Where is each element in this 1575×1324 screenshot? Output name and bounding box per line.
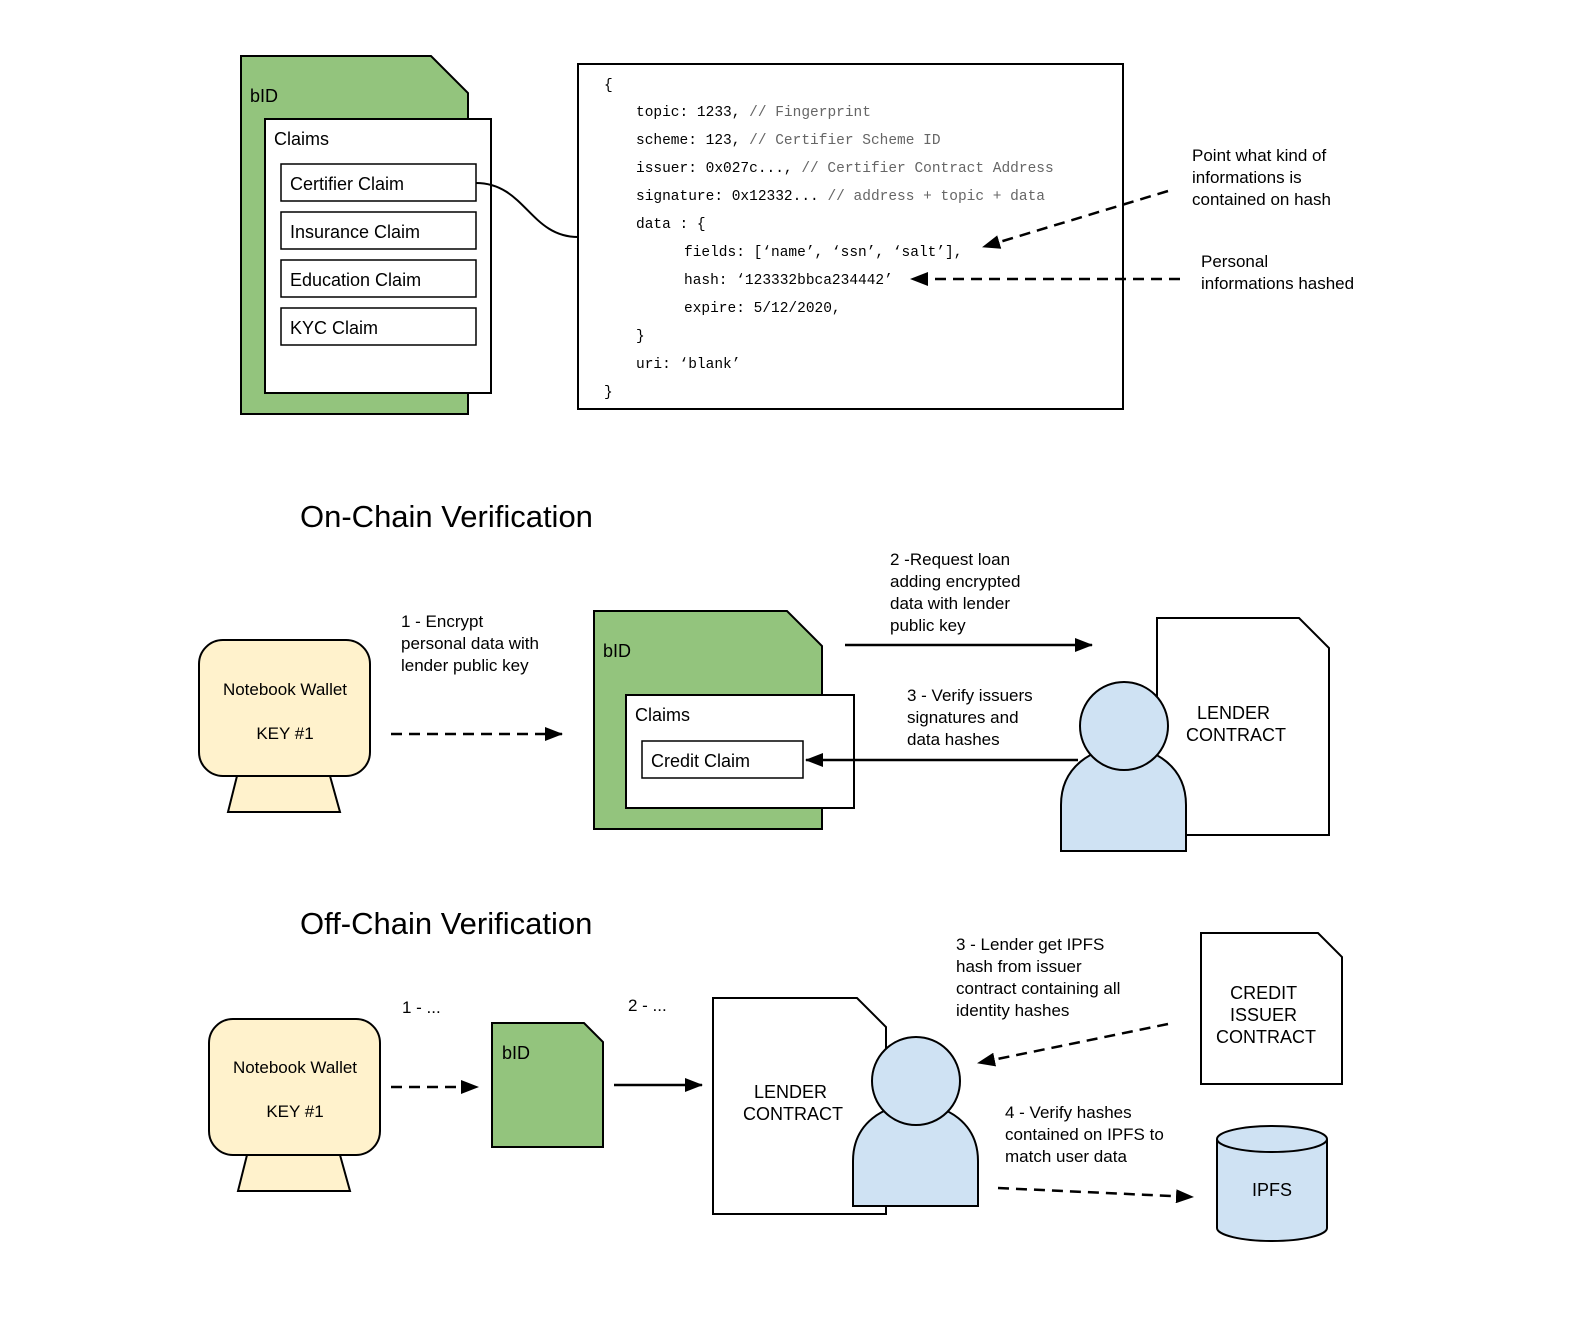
bid-document-offchain xyxy=(491,1022,604,1148)
credit-issuer-contract-label: CREDIT ISSUER CONTRACT xyxy=(1216,983,1316,1047)
lender-contract-label-offchain: LENDER CONTRACT xyxy=(743,1082,843,1124)
education-claim-label: Education Claim xyxy=(290,270,421,290)
wallet-name-onchain: Notebook Wallet xyxy=(223,680,347,699)
offchain-step1-label: 1 - ... xyxy=(402,998,441,1017)
annotation-hash: Personal informations hashed xyxy=(1201,252,1354,293)
kyc-claim-box xyxy=(280,307,477,346)
code-data-close-line: } xyxy=(636,329,645,345)
wallet-stand-onchain xyxy=(226,775,342,813)
wallet-screen-onchain xyxy=(198,639,371,777)
code-expire-line: expire: 5/12/2020, xyxy=(684,301,841,317)
code-topic-line: topic: 1233, // Fingerprint xyxy=(636,105,871,121)
code-data-open-line: data : { xyxy=(636,217,706,233)
ipfs-database-icon xyxy=(1216,1125,1328,1242)
code-signature-line: signature: 0x12332... // address + topic… xyxy=(636,189,1045,205)
onchain-title: On-Chain Verification xyxy=(300,499,593,534)
offchain-section: Off-Chain Verification Notebook Wallet K… xyxy=(208,906,1343,1242)
offchain-step4-label: 4 - Verify hashes contained on IPFS to m… xyxy=(1005,1103,1169,1166)
claims-title-onchain: Claims xyxy=(635,705,690,725)
wallet-screen-offchain xyxy=(208,1018,381,1156)
claim-code-box xyxy=(577,63,1124,410)
offchain-step2-label: 2 - ... xyxy=(628,996,667,1015)
offchain-step4-arrow xyxy=(997,1186,1194,1204)
education-claim-box xyxy=(280,259,477,298)
bid-label-offchain: bID xyxy=(502,1043,530,1063)
code-uri-line: uri: ‘blank’ xyxy=(636,357,740,373)
wallet-key-offchain: KEY #1 xyxy=(266,1102,323,1121)
offchain-title: Off-Chain Verification xyxy=(300,906,592,941)
code-scheme-line: scheme: 123, // Certifier Scheme ID xyxy=(636,133,941,149)
onchain-step3-label: 3 - Verify issuers signatures and data h… xyxy=(907,686,1037,749)
wallet-key-onchain: KEY #1 xyxy=(256,724,313,743)
kyc-claim-label: KYC Claim xyxy=(290,318,378,338)
claims-panel-top xyxy=(264,118,492,394)
claim-connector-curve xyxy=(475,182,579,238)
wallet-stand-offchain xyxy=(236,1154,352,1192)
code-hash-line: hash: ‘123332bbca234442’ xyxy=(684,273,893,289)
lender-contract-label-onchain: LENDER CONTRACT xyxy=(1186,703,1286,745)
credit-claim-label: Credit Claim xyxy=(651,751,750,771)
code-fields-line: fields: [‘name’, ‘ssn’, ‘salt’], xyxy=(684,245,962,261)
wallet-name-offchain: Notebook Wallet xyxy=(233,1058,357,1077)
bid-label-top: bID xyxy=(250,86,278,106)
person-head-offchain xyxy=(871,1036,961,1126)
offchain-step3-label: 3 - Lender get IPFS hash from issuer con… xyxy=(956,935,1125,1020)
top-section: bID Claims Certifier Claim Insurance Cla… xyxy=(240,55,1354,415)
person-head-onchain xyxy=(1079,681,1169,771)
bid-label-onchain: bID xyxy=(603,641,631,661)
insurance-claim-label: Insurance Claim xyxy=(290,222,420,242)
annotation-fields: Point what kind of informations is conta… xyxy=(1192,146,1331,209)
onchain-step2-label: 2 -Request loan adding encrypted data wi… xyxy=(890,550,1025,635)
annotation-fields-arrow xyxy=(982,189,1169,249)
ipfs-label: IPFS xyxy=(1252,1180,1292,1200)
code-open-brace: { xyxy=(604,78,613,94)
offchain-step3-arrow xyxy=(977,1022,1169,1067)
insurance-claim-box xyxy=(280,211,477,250)
onchain-step1-label: 1 - Encrypt personal data with lender pu… xyxy=(401,612,544,675)
credit-claim-box xyxy=(641,740,804,779)
code-issuer-line: issuer: 0x027c..., // Certifier Contract… xyxy=(636,161,1054,177)
onchain-section: On-Chain Verification Notebook Wallet KE… xyxy=(198,499,1330,852)
certifier-claim-label: Certifier Claim xyxy=(290,174,404,194)
code-close-brace: } xyxy=(604,385,613,401)
credit-issuer-contract xyxy=(1200,932,1343,1085)
claims-title-top: Claims xyxy=(274,129,329,149)
